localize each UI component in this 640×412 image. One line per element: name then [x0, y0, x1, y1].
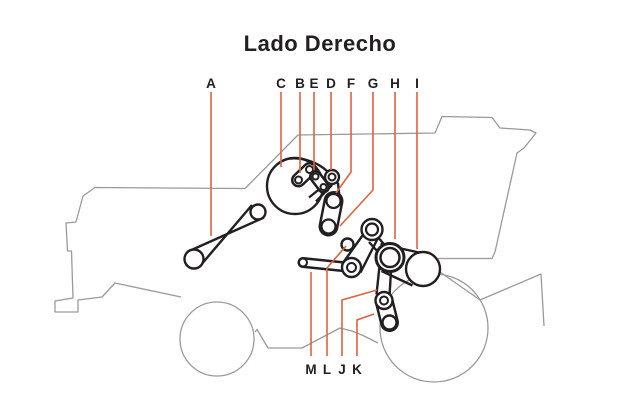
belt-line	[359, 237, 380, 274]
roller-E-2	[319, 183, 328, 191]
pulley-A-lower	[183, 248, 205, 270]
belt-A	[183, 203, 267, 270]
pulley-D-hub	[327, 172, 337, 182]
machine-outline-bottom	[254, 327, 379, 349]
callout-letter-J: J	[338, 362, 346, 377]
pulley-J-hub	[379, 295, 389, 306]
belt-line	[375, 265, 381, 295]
callout-line-L	[326, 245, 347, 356]
callout-line-G	[339, 92, 374, 227]
pulley-I	[404, 250, 442, 288]
pulley-cluster-right	[297, 217, 442, 332]
pulley-top-hub	[364, 222, 380, 237]
pulley-F	[325, 192, 342, 210]
callout-letter-C: C	[276, 76, 286, 91]
pulley-cluster-left	[265, 156, 344, 237]
belt-line	[199, 204, 253, 267]
pulley-rod-hub	[346, 262, 357, 273]
callout-letter-F: F	[347, 76, 355, 91]
pulley-A-upper	[249, 203, 267, 221]
callout-letter-B: B	[295, 76, 305, 91]
callout-letter-H: H	[390, 76, 400, 91]
callout-letter-M: M	[305, 362, 316, 377]
roller-B-2	[305, 165, 314, 174]
callout-letter-A: A	[206, 76, 216, 91]
machinery	[183, 156, 442, 332]
roller-B-1	[294, 175, 303, 185]
rod-M-end	[298, 257, 308, 268]
belt-line	[388, 270, 393, 297]
callout-letter-E: E	[309, 76, 318, 91]
page-title: Lado Derecho	[243, 31, 397, 56]
callout-line-J	[341, 289, 378, 356]
callout-letter-L: L	[323, 362, 331, 377]
roller-E-1	[311, 172, 320, 181]
pulley-H-inner	[379, 246, 401, 269]
callout-line-K	[356, 313, 375, 356]
machine-outline-top	[244, 115, 537, 260]
pulley-K	[381, 314, 398, 331]
callout-letter-I: I	[415, 76, 419, 91]
pulley-G	[320, 218, 337, 235]
machine-outline-front-left	[54, 186, 246, 313]
machine-outline-rear-panel	[479, 273, 545, 327]
belt-line	[380, 269, 414, 287]
callout-letter-K: K	[352, 362, 362, 377]
callout-letter-D: D	[326, 76, 336, 91]
callout-letter-G: G	[368, 76, 379, 91]
rear-wheel	[179, 301, 255, 377]
callout-line-F	[335, 92, 352, 194]
